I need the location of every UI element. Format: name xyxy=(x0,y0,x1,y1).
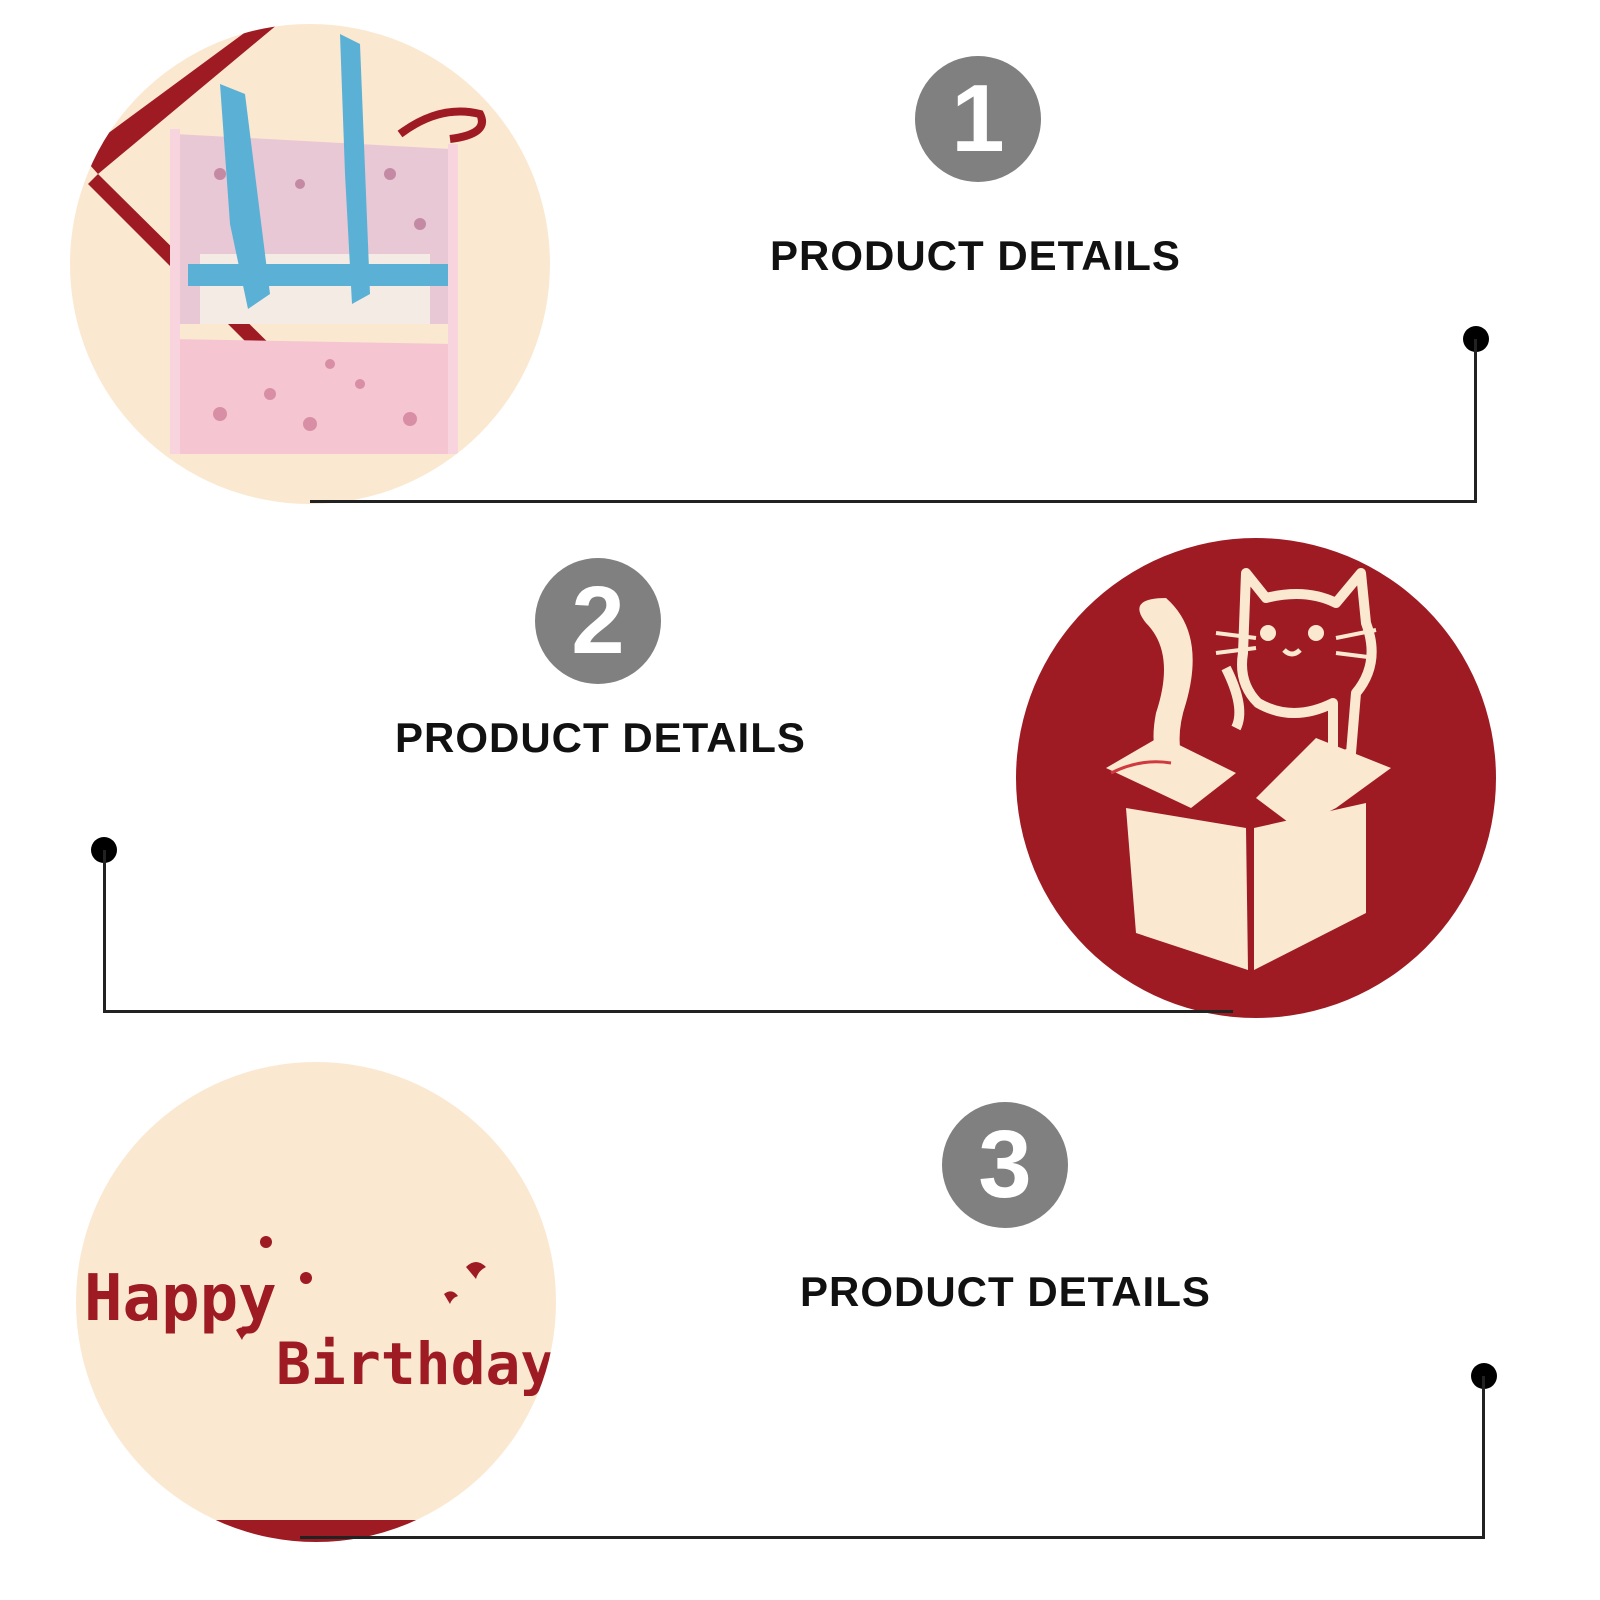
connector-hline-1 xyxy=(310,500,1477,503)
step-number-badge-1: 1 xyxy=(915,56,1041,182)
photo-happy-birthday: Happy Birthday xyxy=(76,1062,556,1542)
happy-birthday-illustration: Happy Birthday xyxy=(76,1062,556,1542)
birthday-text: Birthday xyxy=(276,1330,555,1398)
step-number-badge-2: 2 xyxy=(535,558,661,684)
photo-popup-box xyxy=(70,24,550,504)
section-heading-2: PRODUCT DETAILS xyxy=(395,714,806,761)
happy-text: Happy xyxy=(84,1262,277,1336)
connector-hline-3 xyxy=(300,1536,1485,1539)
section-heading-3: PRODUCT DETAILS xyxy=(800,1268,1211,1315)
connector-vline-3 xyxy=(1482,1376,1485,1538)
step-number-badge-3: 3 xyxy=(942,1102,1068,1228)
section-heading-1: PRODUCT DETAILS xyxy=(770,232,1181,279)
popup-box-illustration xyxy=(70,24,550,504)
photo-cat-in-box xyxy=(1016,538,1496,1018)
connector-vline-2 xyxy=(103,850,106,1012)
connector-hline-2 xyxy=(103,1010,1233,1013)
connector-vline-1 xyxy=(1474,339,1477,502)
cat-in-box-illustration xyxy=(1016,538,1496,1018)
